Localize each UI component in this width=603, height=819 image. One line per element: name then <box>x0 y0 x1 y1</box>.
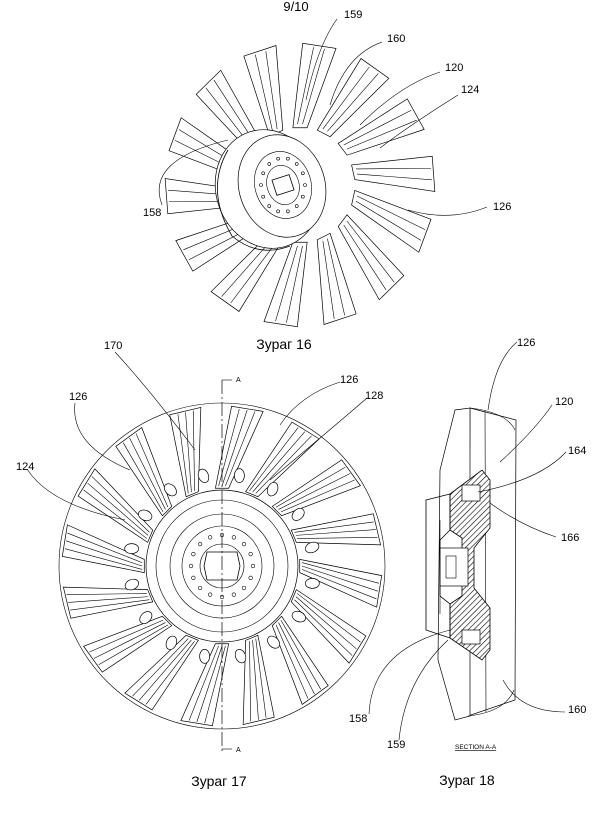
fig16-label-120: 120 <box>445 62 463 74</box>
fig18-label-164: 164 <box>568 445 586 457</box>
fig17-blade <box>291 514 380 545</box>
fig16-label-160: 160 <box>387 33 405 45</box>
fig17-section-mark-bottom: A <box>236 747 241 754</box>
fig16-label-159: 159 <box>344 9 362 21</box>
fig17-label-126-left: 126 <box>69 391 87 403</box>
fig17-blade <box>170 407 201 496</box>
fig18-label-159: 159 <box>387 739 405 751</box>
fig16-blade <box>352 156 435 191</box>
fig17-blade <box>63 587 152 618</box>
fig18-label-166: 166 <box>561 532 579 544</box>
fig17-blade-rib <box>139 640 191 701</box>
fig17-blade-shank <box>125 544 139 554</box>
fig16-label-158: 158 <box>143 207 161 219</box>
fig16-label-124: 124 <box>461 84 479 96</box>
fig17-blade-shank <box>305 578 319 588</box>
fig18-label-158: 158 <box>349 713 367 725</box>
fig18-label-160: 160 <box>568 704 586 716</box>
fig17-blade-rib <box>88 483 149 535</box>
figure-17-caption: Зураг 17 <box>191 773 247 789</box>
fig17-blade-shank <box>234 469 244 483</box>
figure-18-section-title: SECTION A-A <box>455 744 497 751</box>
fig17-label-128: 128 <box>365 390 383 402</box>
fig17-blade-rib <box>253 432 305 493</box>
fig17-label-170: 170 <box>104 340 122 352</box>
figure-17-drawing <box>59 380 385 752</box>
fig17-section-mark-top: A <box>236 377 241 384</box>
page-number: 9/10 <box>283 0 308 14</box>
figure-18-caption: Зураг 18 <box>439 772 495 788</box>
figure-16-drawing <box>165 43 435 326</box>
fig18-label-120: 120 <box>555 396 573 408</box>
figure-16-caption: Зураг 16 <box>256 336 312 352</box>
fig17-blade-rib <box>296 597 357 649</box>
fig17-blade-shank <box>200 649 210 663</box>
figure-18-drawing <box>426 408 516 720</box>
fig18-label-126: 126 <box>517 337 535 349</box>
fig17-label-126-right: 126 <box>340 374 358 386</box>
fig17-blade <box>243 635 274 724</box>
fig17-label-124: 124 <box>16 461 34 473</box>
fig16-label-126: 126 <box>493 201 511 213</box>
